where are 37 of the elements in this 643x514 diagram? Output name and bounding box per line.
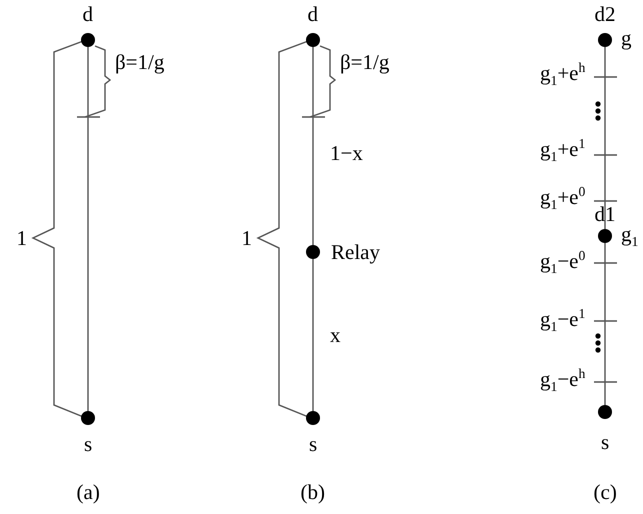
point-label: g	[621, 28, 632, 48]
point-dot	[306, 33, 320, 47]
line-segment	[87, 47, 89, 411]
line-segment	[604, 243, 606, 405]
point-label: d	[308, 4, 318, 24]
tick-label: g$_{1}$−e$^{h}$	[540, 366, 586, 394]
tick-label: g$_{1}$−e$^{1}$	[540, 306, 586, 334]
tick-label: g$_{1}$−e$^{0}$	[540, 248, 586, 276]
point-dot	[598, 33, 612, 47]
point-label: Relay	[331, 242, 380, 262]
length-label: β=1/g	[340, 52, 390, 72]
length-label: β=1/g	[115, 52, 164, 72]
point-label: d	[82, 4, 93, 24]
length-label: 1−x	[330, 142, 363, 164]
point-label: s	[309, 434, 318, 454]
length-label: x	[330, 324, 340, 346]
tick-label: g$_{1}$+e$^{h}$	[540, 60, 586, 88]
length-label: 1	[16, 228, 27, 248]
line-segment	[312, 47, 314, 245]
point-label: s	[601, 432, 610, 452]
length-label: 1	[242, 228, 252, 248]
panel-label: (b)	[300, 482, 325, 502]
point-dot	[306, 411, 320, 425]
panel-label: (c)	[594, 482, 617, 502]
point-dot	[81, 33, 95, 47]
line-segment	[604, 47, 606, 229]
point-dot	[81, 411, 95, 425]
point-label: s	[84, 434, 92, 454]
point-dot	[306, 245, 320, 259]
tick-label: g$_{1}$+e$^{1}$	[540, 136, 586, 164]
point-label: d2	[594, 4, 616, 24]
point-label: g$_{1}$	[621, 224, 638, 248]
point-dot	[598, 229, 612, 243]
panel-label: (a)	[76, 482, 100, 502]
tick-label: g$_{1}$+e$^{0}$	[540, 184, 586, 212]
line-segment	[312, 259, 314, 411]
point-dot	[598, 405, 612, 419]
